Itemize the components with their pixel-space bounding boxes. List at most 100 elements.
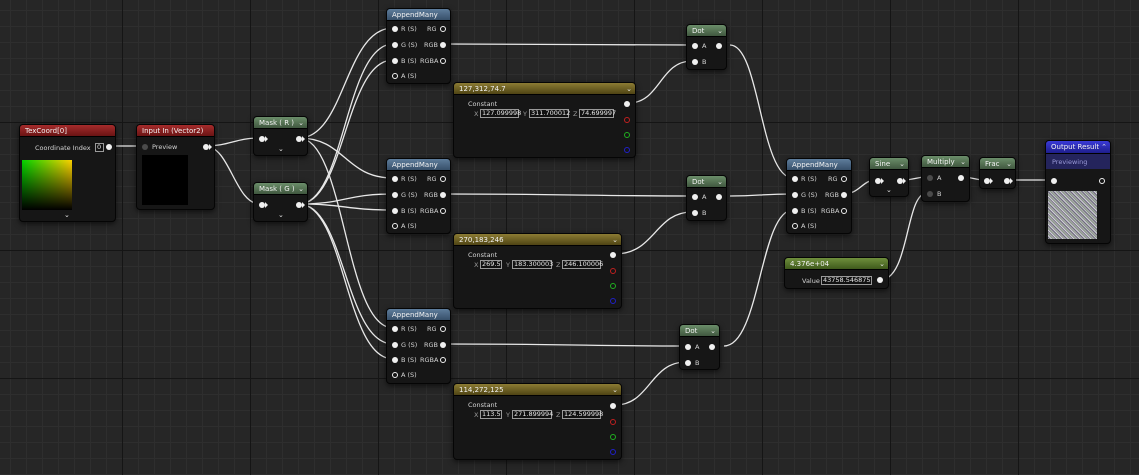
- coordinate-index-field[interactable]: 0: [95, 143, 104, 152]
- chevron-down-icon[interactable]: ⌄: [717, 178, 723, 186]
- preview-toggle-pin[interactable]: [142, 144, 148, 150]
- constant-node-2[interactable]: 270,183,246⌄ Constant X 269.5 Y 183.3000…: [453, 233, 622, 309]
- output-pin[interactable]: [716, 194, 722, 200]
- multiply-node[interactable]: Multiply⌄ A B: [921, 155, 970, 202]
- output-pin-rgba[interactable]: [440, 208, 446, 214]
- node-title[interactable]: Dot⌄: [687, 176, 726, 188]
- append-many-node-3[interactable]: AppendMany R (S) G (S) B (S) A (S) RG RG…: [386, 308, 451, 384]
- output-pin-rgb[interactable]: [841, 192, 847, 198]
- frac-node[interactable]: Frac⌄: [979, 157, 1016, 189]
- input-pin-r[interactable]: [792, 176, 798, 182]
- input-pin-a[interactable]: [685, 344, 691, 350]
- output-pin[interactable]: [897, 178, 903, 184]
- chevron-down-icon[interactable]: ⌄: [612, 386, 618, 394]
- node-title[interactable]: TexCoord[0]: [20, 125, 115, 137]
- z-value-field[interactable]: 74.699997: [579, 109, 617, 118]
- input-pin[interactable]: [259, 136, 265, 142]
- output-pin-g[interactable]: [624, 132, 630, 138]
- output-pin-b[interactable]: [624, 147, 630, 153]
- input-pin-r[interactable]: [392, 176, 398, 182]
- scalar-constant-node[interactable]: 4.376e+04⌄ Value 43758.546875: [784, 257, 889, 289]
- node-title[interactable]: AppendMany: [387, 309, 450, 321]
- chevron-down-icon[interactable]: ⌄: [298, 185, 304, 193]
- mask-g-node[interactable]: Mask ( G )⌄ ⌄: [253, 182, 308, 222]
- expand-chevron-icon[interactable]: ⌄: [278, 211, 284, 219]
- chevron-down-icon[interactable]: ⌄: [899, 160, 905, 168]
- node-title[interactable]: Sine⌄: [870, 158, 908, 170]
- input-pin-b[interactable]: [685, 360, 691, 366]
- mask-r-node[interactable]: Mask ( R )⌄ ⌄: [253, 116, 308, 156]
- constant-node-3[interactable]: 114,272,125⌄ Constant X 113.5 Y 271.8999…: [453, 383, 622, 460]
- input-pin-a[interactable]: [692, 194, 698, 200]
- expand-chevron-icon[interactable]: ⌄: [64, 211, 70, 219]
- output-pin-r[interactable]: [610, 419, 616, 425]
- input-pin-b[interactable]: [692, 210, 698, 216]
- node-title[interactable]: Output Result⌃: [1046, 141, 1110, 154]
- output-pin[interactable]: [877, 277, 883, 283]
- node-title[interactable]: AppendMany: [387, 159, 450, 171]
- output-pin-g[interactable]: [610, 283, 616, 289]
- y-value-field[interactable]: 271.899994: [512, 410, 554, 419]
- x-value-field[interactable]: 269.5: [480, 260, 502, 269]
- chevron-up-icon[interactable]: ⌃: [1101, 143, 1107, 151]
- constant-node-1[interactable]: 127,312,74.7⌄ Constant X 127.099998 Y 31…: [453, 82, 636, 158]
- output-pin-r[interactable]: [610, 268, 616, 274]
- value-field[interactable]: 43758.546875: [821, 276, 872, 285]
- input-pin-g[interactable]: [392, 192, 398, 198]
- output-pin-rg[interactable]: [440, 26, 446, 32]
- output-pin-rg[interactable]: [841, 176, 847, 182]
- output-pin-rgb[interactable]: [440, 42, 446, 48]
- input-pin-b[interactable]: [927, 191, 933, 197]
- node-title[interactable]: Frac⌄: [980, 158, 1015, 170]
- output-pin[interactable]: [624, 101, 630, 107]
- chevron-down-icon[interactable]: ⌄: [960, 158, 966, 166]
- dot-node-2[interactable]: Dot⌄ A B: [686, 175, 727, 221]
- input-pin[interactable]: [259, 202, 265, 208]
- input-pin-a[interactable]: [692, 43, 698, 49]
- chevron-down-icon[interactable]: ⌄: [612, 236, 618, 244]
- chevron-down-icon[interactable]: ⌄: [717, 27, 723, 35]
- output-pin-rg[interactable]: [440, 326, 446, 332]
- output-pin-rgba[interactable]: [440, 58, 446, 64]
- dot-node-3[interactable]: Dot⌄ A B: [679, 324, 720, 370]
- output-pin-rgb[interactable]: [440, 192, 446, 198]
- chevron-down-icon[interactable]: ⌄: [879, 260, 885, 268]
- input-pin-b[interactable]: [692, 59, 698, 65]
- chevron-down-icon[interactable]: ⌄: [1006, 160, 1012, 168]
- input-pin-b[interactable]: [392, 208, 398, 214]
- y-value-field[interactable]: 183.300003: [512, 260, 554, 269]
- output-pin-rgb[interactable]: [440, 342, 446, 348]
- output-pin[interactable]: [958, 175, 964, 181]
- expand-chevron-icon[interactable]: ⌄: [278, 145, 284, 153]
- output-pin-g[interactable]: [610, 434, 616, 440]
- input-pin-a[interactable]: [392, 223, 398, 229]
- chevron-down-icon[interactable]: ⌄: [298, 119, 304, 127]
- z-value-field[interactable]: 124.599998: [562, 410, 604, 419]
- x-value-field[interactable]: 113.5: [480, 410, 502, 419]
- node-title[interactable]: 114,272,125⌄: [454, 384, 621, 396]
- input-pin-b[interactable]: [392, 357, 398, 363]
- output-pin[interactable]: [106, 144, 112, 150]
- input-pin-a[interactable]: [927, 175, 933, 181]
- node-title[interactable]: 127,312,74.7⌄: [454, 83, 635, 95]
- output-pin-rgba[interactable]: [841, 208, 847, 214]
- node-title[interactable]: Mask ( G )⌄: [254, 183, 307, 195]
- node-title[interactable]: 4.376e+04⌄: [785, 258, 888, 270]
- input-pin-b[interactable]: [392, 58, 398, 64]
- input-pin-a[interactable]: [392, 73, 398, 79]
- z-value-field[interactable]: 246.100006: [562, 260, 604, 269]
- output-pin[interactable]: [1099, 178, 1105, 184]
- input-pin[interactable]: [875, 178, 881, 184]
- output-pin-r[interactable]: [624, 117, 630, 123]
- input-pin[interactable]: [984, 178, 990, 184]
- input-pin[interactable]: [1051, 178, 1057, 184]
- output-pin-b[interactable]: [610, 449, 616, 455]
- input-pin-g[interactable]: [392, 42, 398, 48]
- append-many-node-final[interactable]: AppendMany R (S) G (S) B (S) A (S) RG RG…: [786, 158, 852, 234]
- output-pin[interactable]: [610, 252, 616, 258]
- node-title[interactable]: Input In (Vector2): [137, 125, 214, 137]
- node-title[interactable]: 270,183,246⌄: [454, 234, 621, 246]
- node-title[interactable]: Dot⌄: [687, 25, 726, 37]
- output-pin-b[interactable]: [610, 298, 616, 304]
- output-pin[interactable]: [610, 403, 616, 409]
